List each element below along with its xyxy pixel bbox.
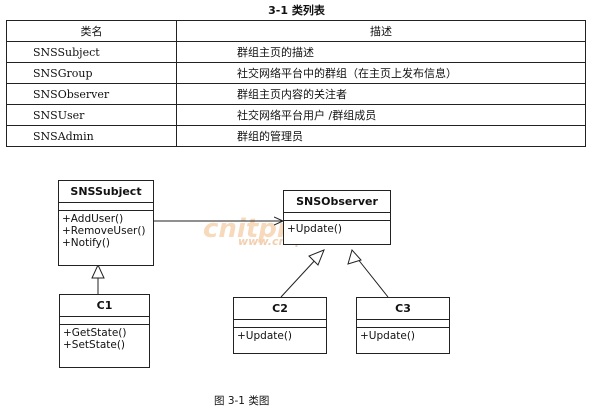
class-box-c2: C2 +Update()	[233, 297, 327, 354]
row-description: 社交网络平台用户 /群组成员	[176, 104, 586, 126]
table-row: SNSGroup 社交网络平台中的群组（在主页上发布信息）	[6, 62, 586, 84]
table-row: SNSObserver 群组主页内容的关注者	[6, 83, 586, 105]
row-description: 社交网络平台中的群组（在主页上发布信息）	[176, 62, 586, 84]
class-name: SNSSubject	[59, 181, 153, 203]
operation: +RemoveUser()	[62, 225, 146, 237]
operation: +Update()	[360, 330, 416, 342]
row-class-name: SNSAdmin	[6, 125, 177, 147]
class-attributes	[60, 317, 149, 325]
class-attributes	[284, 213, 390, 221]
row-class-name: SNSObserver	[6, 83, 177, 105]
table-row: SNSAdmin 群组的管理员	[6, 125, 586, 147]
generalization-line-c2	[280, 257, 318, 298]
table-title: 3-1 类列表	[268, 4, 325, 17]
row-description: 群组主页内容的关注者	[176, 83, 586, 105]
row-class-name: SNSUser	[6, 104, 177, 126]
class-operations: +Update()	[357, 328, 449, 342]
generalization-triangle-c1	[91, 263, 105, 279]
operation: +Update()	[237, 330, 293, 342]
operation: +Notify()	[62, 237, 111, 249]
class-name: C1	[60, 295, 149, 317]
table-row: SNSUser 社交网络平台用户 /群组成员	[6, 104, 586, 126]
header-description: 描述	[176, 20, 586, 42]
table-row: SNSSubject 群组主页的描述	[6, 41, 586, 63]
operation: +AddUser()	[62, 213, 124, 225]
class-box-c3: C3 +Update()	[356, 297, 450, 354]
row-class-name: SNSGroup	[6, 62, 177, 84]
class-attributes	[234, 320, 326, 328]
class-name: SNSObserver	[284, 191, 390, 213]
class-box-snsobserver: SNSObserver +Update()	[283, 190, 391, 245]
class-name: C2	[234, 298, 326, 320]
operation: +SetState()	[63, 339, 126, 351]
class-operations: +Update()	[284, 221, 390, 235]
class-attributes	[59, 203, 153, 211]
class-operations: +Update()	[234, 328, 326, 342]
generalization-line-c3	[356, 257, 389, 298]
class-box-snssubject: SNSSubject +AddUser() +RemoveUser() +Not…	[58, 180, 154, 266]
class-attributes	[357, 320, 449, 328]
class-box-c1: C1 +GetState() +SetState()	[59, 294, 150, 368]
operation: +GetState()	[63, 327, 127, 339]
row-class-name: SNSSubject	[6, 41, 177, 63]
figure-caption: 图 3-1 类图	[214, 395, 270, 407]
row-description: 群组主页的描述	[176, 41, 586, 63]
class-operations: +GetState() +SetState()	[60, 325, 149, 351]
header-class-name: 类名	[6, 20, 177, 42]
generalization-triangle-c2	[308, 249, 325, 266]
operation: +Update()	[287, 223, 343, 235]
table-header-row: 类名 描述	[6, 20, 586, 42]
generalization-triangle-c3	[347, 248, 362, 265]
class-name: C3	[357, 298, 449, 320]
class-list-table: 类名 描述 SNSSubject 群组主页的描述 SNSGroup 社交网络平台…	[6, 20, 586, 147]
row-description: 群组的管理员	[176, 125, 586, 147]
class-operations: +AddUser() +RemoveUser() +Notify()	[59, 211, 153, 249]
